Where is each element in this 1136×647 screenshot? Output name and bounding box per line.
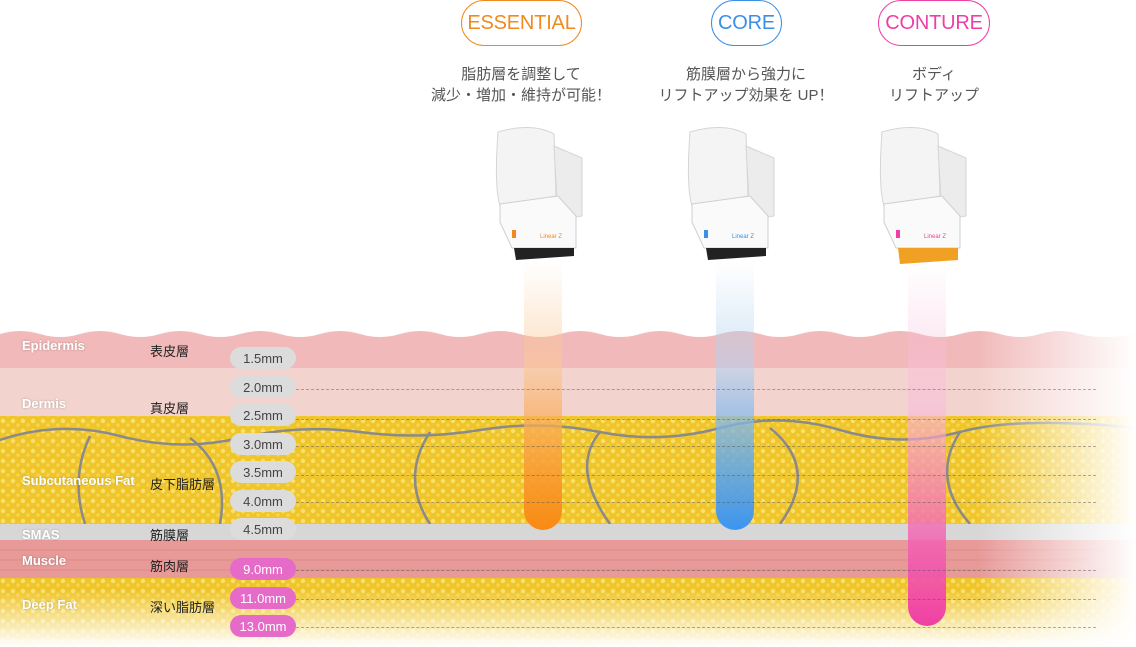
layer-muscle-en: Muscle [22,553,67,568]
layer-dermis-en: Dermis [22,396,67,411]
core-description: 筋膜層から強力に リフトアップ効果を UP！ [626,64,866,106]
depth-badge: 3.5mm [230,461,296,483]
depth-badge: 4.5mm [230,518,296,540]
depth-guide-line [296,599,1096,600]
essential-pill: ESSENTIAL [461,0,582,46]
depth-guide-line [296,419,1096,420]
layer-deepfat-en: Deep Fat [22,597,77,612]
conture-desc-line-1: ボディ [912,66,956,83]
core-pill: CORE [711,0,782,46]
depth-badge: 11.0mm [230,587,296,609]
core-desc-line-2: リフトアップ効果を UP！ [658,87,834,104]
conture-desc-line-2: リフトアップ [888,87,979,104]
layer-subcutaneous-jp: 皮下脂肪層 [150,477,216,492]
depth-guide-line [296,446,1096,447]
core-desc-line-1: 筋膜層から強力に [685,66,806,83]
layer-muscle-jp: 筋肉層 [150,559,190,574]
depth-guide-line [296,570,1096,571]
conture-beam [908,262,946,626]
essential-beam [524,262,562,530]
depth-badge: 4.0mm [230,490,296,512]
depth-badge: 1.5mm [230,347,296,369]
svg-text:Linear Z: Linear Z [924,234,946,240]
layer-smas-en: SMAS [22,527,60,542]
essential-desc-line-1: 脂肪層を調整して [461,66,581,83]
depth-badge: 3.0mm [230,433,296,455]
depth-guide-line [296,389,1096,390]
core-device: Linear Z [687,127,775,260]
layer-epidermis-en: Epidermis [22,338,85,353]
core-beam [716,262,754,530]
depth-guide-line [296,502,1096,503]
conture-device: Linear Z [879,127,967,264]
conture-pill: CONTURE [878,0,990,46]
skin-cross-section [0,328,1136,647]
essential-desc-line-2: 減少・増加・維持が可能！ [430,87,611,104]
layer-deepfat-jp: 深い脂肪層 [150,600,216,615]
depth-badge: 13.0mm [230,615,296,637]
essential-device: Linear Z [495,127,583,260]
essential-description: 脂肪層を調整して 減少・増加・維持が可能！ [401,64,641,106]
layer-smas-jp: 筋膜層 [150,528,190,543]
svg-text:Linear Z: Linear Z [732,234,754,240]
depth-badge: 2.0mm [230,376,296,398]
layer-dermis-jp: 真皮層 [150,401,190,416]
conture-description: ボディ リフトアップ [814,64,1054,106]
svg-text:Linear Z: Linear Z [540,234,562,240]
depth-guide-line [296,627,1096,628]
depth-badge: 9.0mm [230,558,296,580]
layer-subcutaneous-en: Subcutaneous Fat [22,473,135,488]
layer-epidermis-jp: 表皮層 [150,344,190,359]
depth-badge: 2.5mm [230,404,296,426]
depth-guide-line [296,475,1096,476]
